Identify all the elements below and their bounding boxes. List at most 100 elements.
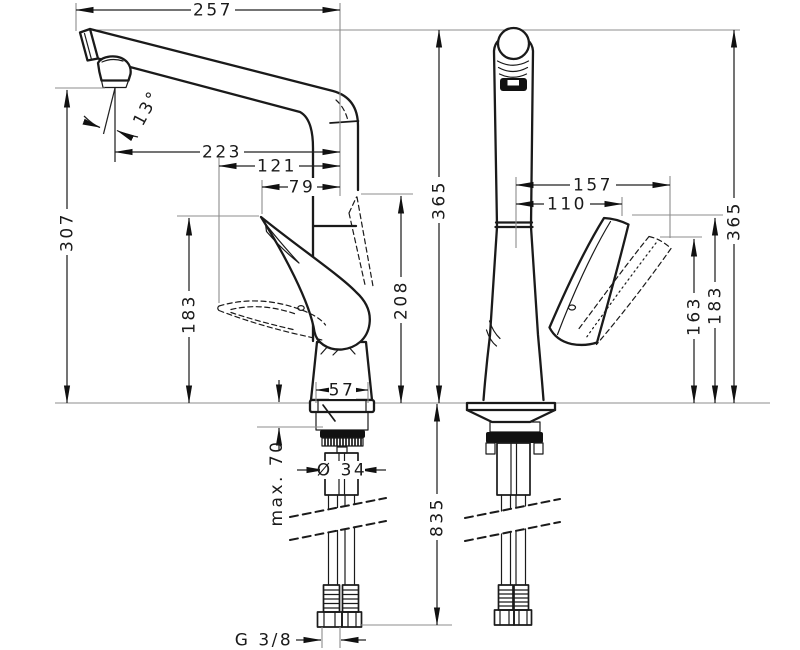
dimension-183-front: 183 — [632, 214, 726, 404]
angle-label: 13° — [129, 87, 164, 130]
fitting-threads — [322, 589, 360, 609]
dimension-223: 223 — [114, 143, 341, 163]
dimension-121: 121 — [218, 157, 341, 303]
angle-arrow — [116, 129, 139, 142]
dimension-max-70: max. 70 — [257, 380, 323, 526]
handle-lever-face-line — [556, 220, 612, 336]
hose-connector-nut — [513, 609, 533, 626]
label-mask — [684, 293, 704, 339]
dimension-label: 307 — [58, 212, 78, 252]
dimension-183-side: 183 — [177, 215, 259, 404]
handle-lever — [548, 216, 630, 347]
escutcheon-plate — [465, 401, 557, 412]
hose-connector-nut — [341, 611, 363, 628]
spray-head — [96, 55, 132, 82]
label-mask — [179, 291, 199, 337]
mounting-neck — [489, 421, 541, 433]
hose-connector-nut — [316, 611, 343, 628]
front-view-mounting — [464, 401, 561, 626]
hose-break-lines — [289, 497, 387, 541]
dimension-208: 208 — [361, 193, 413, 404]
label-mask — [320, 461, 365, 479]
handle-lever-inner-edge — [264, 223, 300, 264]
angle-arrow — [82, 115, 101, 129]
front-view-faucet — [482, 26, 672, 402]
dimension-307: 307 — [55, 87, 105, 404]
supply-hoses-upper — [327, 494, 356, 510]
dimension-365-front: 365 — [724, 29, 745, 404]
supply-hoses-lower — [327, 526, 356, 586]
spray-head-collar — [100, 79, 130, 89]
side-view-faucet — [78, 27, 376, 414]
cap-collar-rings — [496, 60, 530, 78]
shank — [496, 442, 531, 496]
dimension-57: 57 — [315, 381, 369, 403]
dimension-257: 257 — [75, 1, 341, 196]
mounting-clip-right — [533, 442, 544, 455]
shank-inner-lines — [510, 442, 518, 496]
label-mask — [191, 1, 235, 19]
label-mask — [544, 195, 590, 213]
dimension-label: 365 — [430, 180, 450, 220]
base-plinth-steps — [317, 399, 367, 413]
dimension-g38: G 3/8 — [235, 627, 366, 650]
dimension-label: 208 — [392, 280, 412, 320]
dimension-label: 157 — [573, 176, 613, 196]
dimension-110: 110 — [515, 195, 623, 216]
dimension-79: 79 — [261, 178, 341, 214]
label-mask — [705, 282, 725, 328]
body-seam — [494, 221, 534, 229]
spout-end-cap — [78, 27, 100, 62]
supply-hoses-lower — [500, 528, 527, 586]
label-mask — [200, 143, 244, 161]
spout-bottom-edge — [96, 57, 315, 343]
spray-head-sheen — [101, 58, 124, 63]
mounting-nut-knurl — [324, 437, 362, 447]
fitting-threads — [497, 589, 530, 607]
label-mask — [255, 157, 299, 175]
supply-hoses-upper — [500, 494, 527, 512]
dimension-label: 121 — [257, 157, 297, 177]
label-mask — [391, 277, 411, 323]
label-mask — [329, 381, 356, 399]
handle-pivot-screw — [297, 305, 305, 312]
dimension-label: 223 — [202, 143, 242, 163]
mounting-tab — [336, 446, 348, 454]
dimension-label: Ø 34 — [317, 461, 367, 481]
dimension-label: 57 — [329, 381, 356, 401]
base-plinth — [308, 398, 376, 414]
handle-lowered-inner-dashed — [230, 306, 298, 331]
escutcheon-skirt — [465, 408, 557, 424]
spout-top-edge — [88, 27, 360, 192]
hose-connector-nut — [493, 609, 515, 626]
dimension-label: 163 — [685, 296, 705, 336]
handle-alt-position-dashed — [576, 235, 672, 346]
seal-ring — [320, 430, 365, 438]
side-view-mounting — [289, 404, 387, 628]
handle-pivot-screw — [567, 304, 577, 311]
dimension-label: G 3/8 — [235, 631, 293, 650]
dimension-365-side: 365 — [429, 29, 450, 404]
mounting-nut-dark — [486, 432, 543, 443]
dimension-163: 163 — [660, 236, 705, 404]
label-mask — [429, 177, 449, 223]
label-mask — [570, 176, 616, 194]
mounting-body — [315, 411, 369, 431]
body-sheen — [485, 320, 501, 347]
dimension-label: 257 — [193, 1, 233, 21]
dimension-label: 835 — [428, 497, 448, 537]
hidden-spray-outline — [335, 99, 349, 122]
dimension-label: 365 — [725, 201, 745, 241]
handle-lowered-position-dashed — [217, 300, 327, 341]
label-mask — [724, 198, 744, 244]
dimension-label: max. 70 — [267, 440, 287, 527]
select-button — [507, 80, 519, 86]
label-mask — [427, 494, 447, 540]
dimension-label: 183 — [180, 294, 200, 334]
handle-raised-position-dashed — [348, 196, 375, 290]
mounting-clip-left — [485, 442, 496, 455]
hose-break-lines — [464, 498, 561, 542]
handle-alt-position-dotted — [585, 242, 657, 339]
dimension-label: 183 — [706, 285, 726, 325]
